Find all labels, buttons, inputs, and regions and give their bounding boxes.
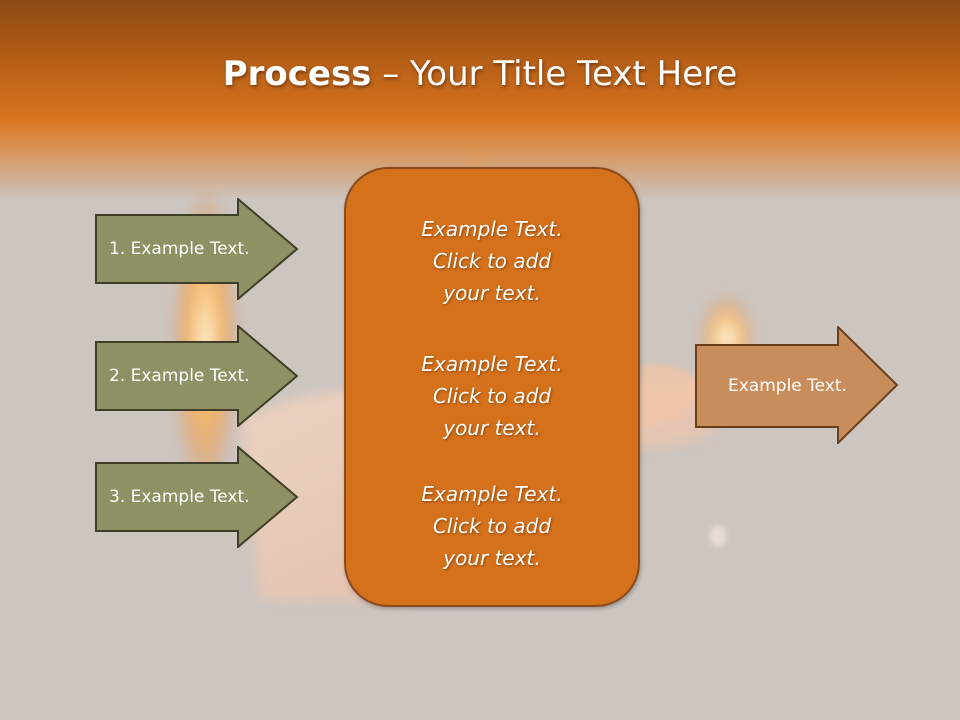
content-line: your text. — [443, 281, 541, 305]
title-rest-text: – Your Title Text Here — [371, 54, 738, 94]
title-bold-text: Process — [222, 54, 372, 94]
right-arrow-icon — [95, 198, 299, 300]
process-content-box[interactable]: Example Text. Click to add your text. Ex… — [344, 167, 640, 607]
output-arrow[interactable]: Example Text. — [695, 326, 899, 444]
step-arrow-1[interactable]: 1. Example Text. — [95, 198, 299, 300]
content-line: Example Text. — [421, 217, 563, 241]
content-line: Click to add — [432, 249, 552, 273]
step-arrow-3[interactable]: 3. Example Text. — [95, 446, 299, 548]
step-2-label: 2. Example Text. — [109, 366, 250, 386]
title-banner — [0, 0, 960, 200]
content-paragraph-1: Example Text. Click to add your text. — [346, 213, 638, 309]
content-line: Example Text. — [421, 352, 563, 376]
content-line: Example Text. — [421, 482, 563, 506]
step-1-label: 1. Example Text. — [109, 239, 250, 259]
content-line: your text. — [443, 546, 541, 570]
step-3-label: 3. Example Text. — [109, 487, 250, 507]
content-line: your text. — [443, 416, 541, 440]
right-arrow-icon — [695, 326, 899, 444]
step-arrow-2[interactable]: 2. Example Text. — [95, 325, 299, 427]
right-arrow-icon — [95, 446, 299, 548]
output-label: Example Text. — [728, 376, 847, 396]
content-line: Click to add — [432, 384, 552, 408]
right-arrow-icon — [95, 325, 299, 427]
slide-title[interactable]: Process – Your Title Text Here — [0, 52, 960, 96]
content-paragraph-2: Example Text. Click to add your text. — [346, 348, 638, 444]
content-line: Click to add — [432, 514, 552, 538]
content-paragraph-3: Example Text. Click to add your text. — [346, 478, 638, 574]
